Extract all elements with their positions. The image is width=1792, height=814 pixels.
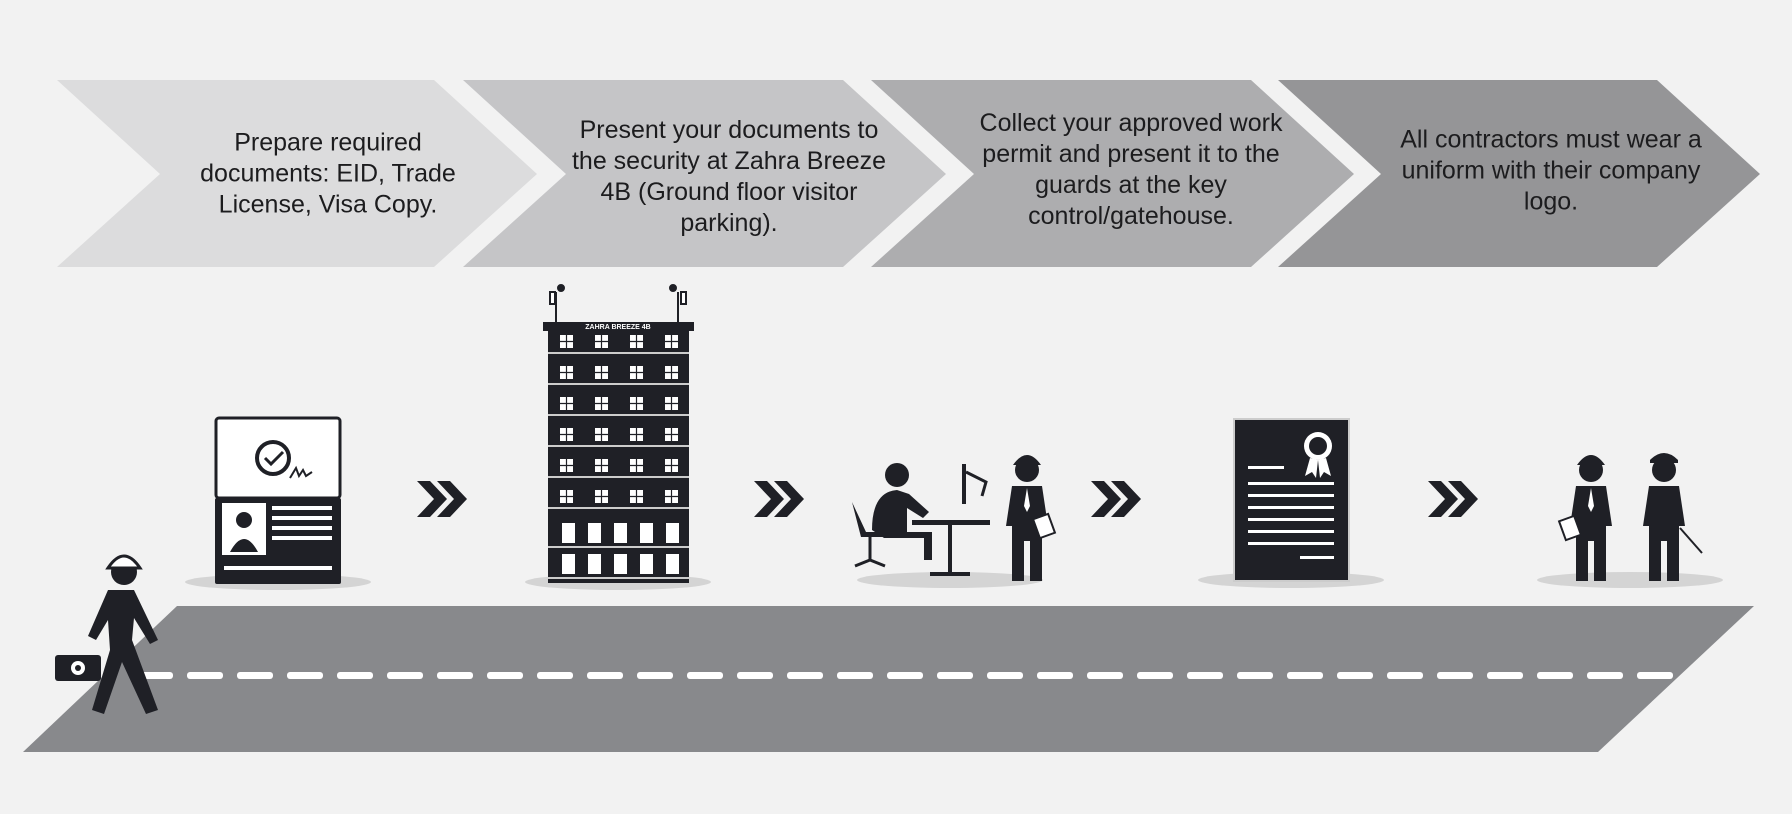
road-dash — [387, 672, 423, 679]
work-permit-certificate-icon — [1233, 418, 1350, 582]
road-dash — [1237, 672, 1273, 679]
building-part — [614, 523, 627, 543]
building-part — [595, 428, 608, 441]
road-dash — [187, 672, 223, 679]
road-dash — [1437, 672, 1473, 679]
road-dash — [1587, 672, 1623, 679]
building-icon — [543, 284, 694, 583]
building-part — [588, 554, 601, 574]
road-dash — [337, 672, 373, 679]
road-dash — [1487, 672, 1523, 679]
building-part — [560, 366, 573, 379]
building-part — [666, 523, 679, 543]
building-part — [665, 459, 678, 472]
building-part — [665, 490, 678, 503]
step-4-text: All contractors must wear a uniform with… — [1400, 125, 1702, 216]
building-part — [560, 459, 573, 472]
building-part — [640, 554, 653, 574]
road-dashes — [137, 672, 1673, 679]
building-part — [595, 366, 608, 379]
step-2-text: Present your documents to the security a… — [571, 116, 887, 237]
building-part — [595, 490, 608, 503]
building-part — [630, 490, 643, 503]
road-dash — [1387, 672, 1423, 679]
building-part — [665, 366, 678, 379]
building-part — [630, 428, 643, 441]
building-part — [548, 414, 689, 416]
road-dash — [787, 672, 823, 679]
step-3-text: Collect your approved work permit and pr… — [979, 109, 1283, 230]
road-dash — [287, 672, 323, 679]
building-part — [560, 335, 573, 348]
building-part — [560, 428, 573, 441]
step-4-chevron — [1278, 80, 1760, 267]
building-part — [548, 546, 689, 548]
building-part — [562, 523, 575, 543]
road-dash — [437, 672, 473, 679]
road — [23, 606, 1754, 752]
building-part — [595, 459, 608, 472]
road-dash — [1137, 672, 1173, 679]
road-dash — [1337, 672, 1373, 679]
building-part — [630, 335, 643, 348]
road-dash — [887, 672, 923, 679]
road-dash — [1037, 672, 1073, 679]
road-dash — [737, 672, 773, 679]
road-dash — [1187, 672, 1223, 679]
building-part — [640, 523, 653, 543]
building-part — [548, 352, 689, 354]
building-label: ZAHRA BREEZE 4B — [585, 324, 650, 331]
road-dash — [687, 672, 723, 679]
road-dash — [987, 672, 1023, 679]
building-part — [630, 397, 643, 410]
road-dash — [637, 672, 673, 679]
building-part — [665, 397, 678, 410]
road-dash — [937, 672, 973, 679]
building-part — [666, 554, 679, 574]
building-part — [548, 445, 689, 447]
building-part — [560, 490, 573, 503]
building-part — [560, 397, 573, 410]
building-part — [548, 507, 689, 509]
building-part — [595, 397, 608, 410]
road-dash — [537, 672, 573, 679]
building-part — [665, 428, 678, 441]
road-dash — [587, 672, 623, 679]
building-part — [588, 523, 601, 543]
permit-office-icon — [852, 455, 1057, 581]
building-part — [614, 554, 627, 574]
building-part — [548, 476, 689, 478]
double-chevron-icons — [417, 481, 1478, 517]
road-dash — [137, 672, 173, 679]
road-dash — [1637, 672, 1673, 679]
road-dash — [837, 672, 873, 679]
contractor-and-guard-icon — [1557, 453, 1703, 581]
road-dash — [1087, 672, 1123, 679]
road-dash — [1537, 672, 1573, 679]
step-3-chevron — [871, 80, 1354, 267]
building-part — [562, 554, 575, 574]
building-part — [630, 366, 643, 379]
road-dash — [237, 672, 273, 679]
step-1-text: Prepare required documents: EID, Trade L… — [200, 128, 456, 219]
building-part — [548, 383, 689, 385]
walking-contractor-icon — [55, 554, 158, 714]
road-dash — [1287, 672, 1323, 679]
step-2-chevron — [463, 80, 946, 267]
step-1-chevron — [57, 80, 537, 267]
id-card-icon — [214, 416, 342, 584]
building-part — [595, 335, 608, 348]
building-part — [630, 459, 643, 472]
road-dash — [487, 672, 523, 679]
building-part — [548, 577, 689, 579]
building-part — [665, 335, 678, 348]
